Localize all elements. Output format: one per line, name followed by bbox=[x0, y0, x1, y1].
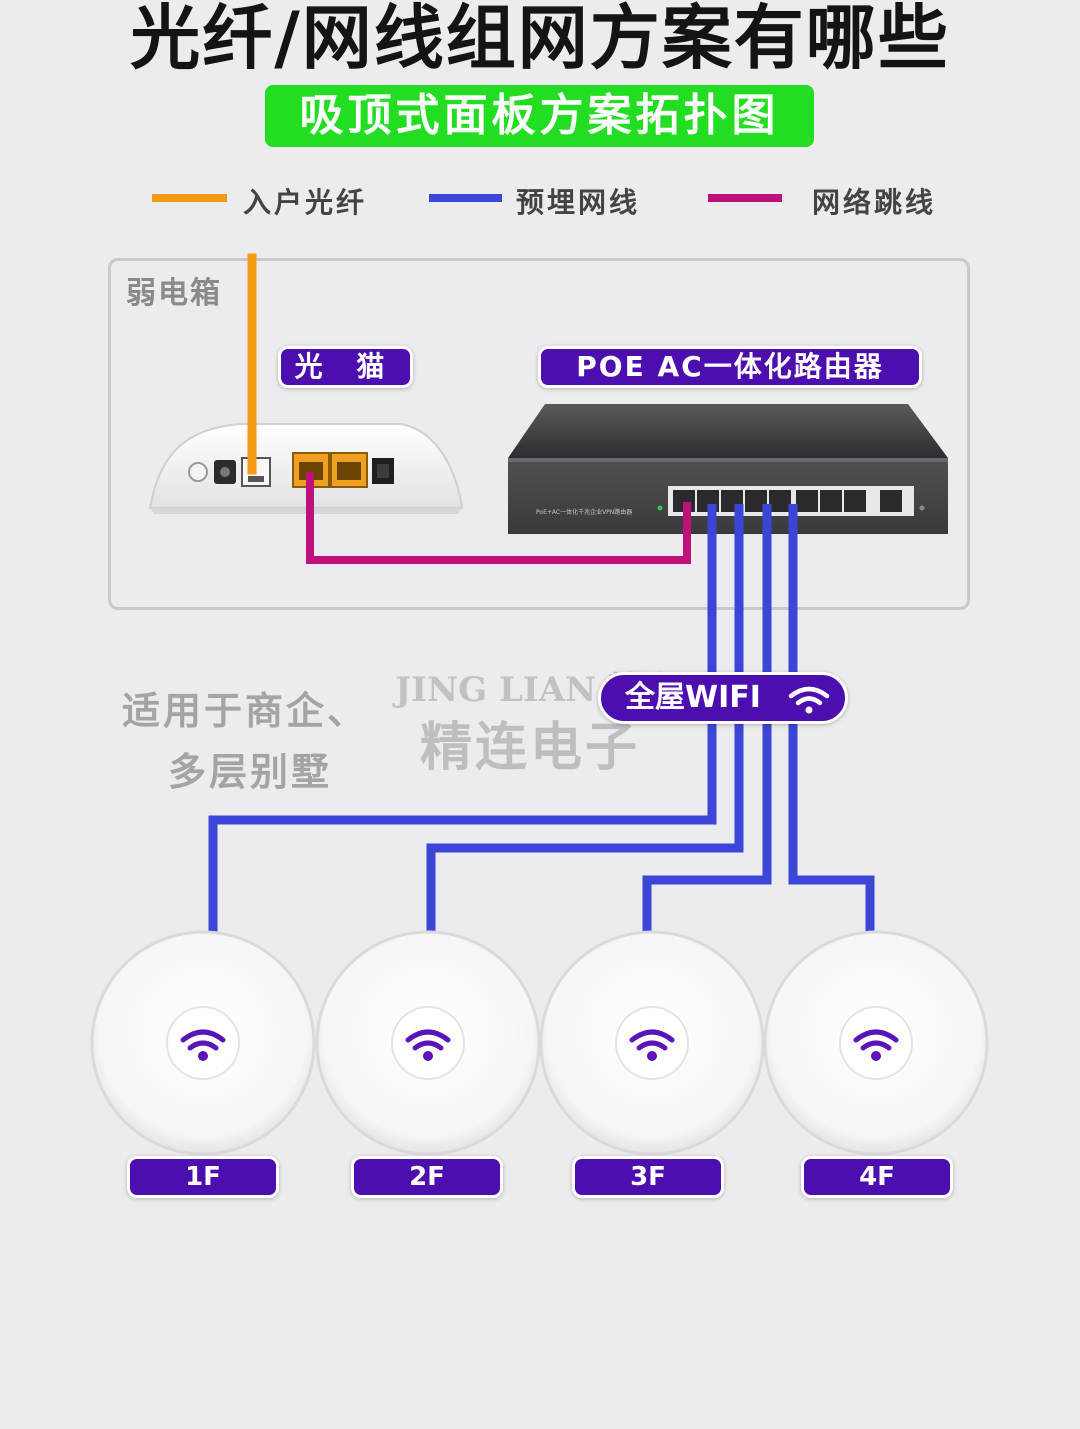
wifi-icon bbox=[853, 1029, 899, 1061]
usage-line-1: 适用于商企、 bbox=[122, 689, 369, 733]
router-panel-text: PoE+AC一体化千兆企业VPN路由器 bbox=[536, 508, 632, 516]
legend-patch-swatch bbox=[708, 194, 782, 202]
wifi-icon bbox=[405, 1029, 451, 1061]
legend-fiber-label: 入户光纤 bbox=[243, 186, 368, 219]
legend-cable-swatch bbox=[429, 194, 502, 202]
wifi-badge-label: 全屋WIFI bbox=[625, 680, 761, 715]
cabinet-label: 弱电箱 bbox=[126, 276, 222, 311]
usage-line-2: 多层别墅 bbox=[168, 750, 333, 794]
legend-cable-label: 预埋网线 bbox=[516, 186, 641, 219]
wifi-icon bbox=[629, 1029, 675, 1061]
patch-cable bbox=[306, 472, 691, 564]
subtitle-badge: 吸顶式面板方案拓扑图 bbox=[265, 85, 814, 147]
floor-label-4f: 4F bbox=[801, 1156, 953, 1198]
watermark-chinese: 精连电子 bbox=[420, 717, 641, 778]
router-label: POE AC一体化路由器 bbox=[538, 346, 922, 388]
floor-label-1f: 1F bbox=[127, 1156, 279, 1198]
page-title: 光纤/网线组网方案有哪些 bbox=[130, 0, 950, 79]
modem-label: 光 猫 bbox=[278, 346, 413, 388]
power-button-icon bbox=[188, 462, 208, 482]
whole-house-wifi-badge: 全屋WIFI bbox=[598, 672, 848, 724]
legend-patch-label: 网络跳线 bbox=[812, 186, 937, 219]
cabinet-box bbox=[108, 258, 970, 610]
ceiling-ap-3f bbox=[539, 930, 765, 1156]
wifi-icon bbox=[788, 686, 830, 714]
ceiling-ap-1f bbox=[90, 930, 316, 1156]
floor-label-2f: 2F bbox=[351, 1156, 503, 1198]
floor-label-3f: 3F bbox=[572, 1156, 724, 1198]
legend-fiber-swatch bbox=[152, 194, 227, 202]
poe-ac-router: PoE+AC一体化千兆企业VPN路由器 bbox=[508, 404, 948, 534]
wifi-icon bbox=[180, 1029, 226, 1061]
ceiling-ap-4f bbox=[763, 930, 989, 1156]
ceiling-ap-2f bbox=[315, 930, 541, 1156]
